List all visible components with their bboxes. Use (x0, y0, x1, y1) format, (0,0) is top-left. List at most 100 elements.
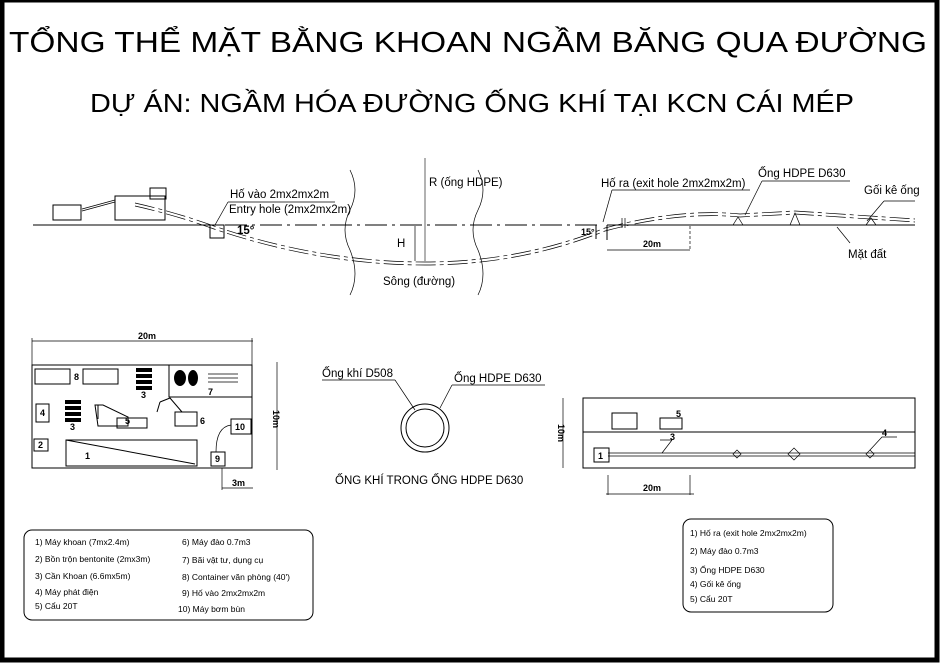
leader-line (214, 201, 229, 226)
leader-line (660, 439, 673, 454)
marker-8: 8 (74, 372, 79, 382)
marker-7: 7 (208, 387, 213, 397)
exit-angle-label: 15° (581, 227, 595, 237)
excavator-icon (611, 412, 638, 430)
exit-hole-label: Hố ra (exit hole 2mx2mx2m) (601, 178, 746, 190)
marker-3b: 3 (70, 422, 75, 432)
site-boundary (31, 364, 253, 469)
legend-item: 4) Gối kê ống (690, 579, 741, 589)
legend-item: 2) Máy đào 0.7m3 (690, 546, 759, 556)
outer-pipe-circle (400, 403, 450, 453)
material-pile-icon (174, 370, 186, 386)
inner-pipe-circle (405, 408, 445, 448)
exit-site-plan: 10m 1 2 5 3 4 20m (556, 397, 916, 495)
outer-pipe-label: Ống HDPE D630 (454, 371, 542, 385)
entry-pit-plan (210, 451, 226, 467)
exit-marker-5: 5 (676, 409, 681, 419)
legend-item: 1) Hố ra (exit hole 2mx2mx2m) (690, 528, 807, 538)
marker-9: 9 (215, 454, 220, 464)
legend-item: 1) Máy khoan (7mx2.4m) (35, 537, 130, 547)
legend-item: 5) Cẩu 20T (35, 601, 78, 611)
break-line-right (472, 169, 484, 296)
exit-marker-4: 4 (882, 428, 887, 438)
depth-label: H (397, 238, 405, 250)
entry-pit (209, 224, 225, 239)
mud-unit-icon (52, 204, 82, 221)
pipe-support-icons (732, 212, 877, 226)
rig-cabin-icon (149, 187, 167, 200)
radius-label: R (ống HDPE) (429, 177, 503, 189)
drill-line (65, 439, 196, 465)
legend-item: 3) Ống HDPE D630 (690, 564, 765, 575)
legend-item: 4) Máy phát điện (35, 587, 99, 597)
pipe-path (134, 202, 916, 263)
container-office (82, 368, 119, 385)
pipe-label: Ống HDPE D630 (758, 166, 846, 180)
excavator-icon (156, 397, 183, 413)
leader-line (866, 200, 885, 222)
drill-pipe-stack-icon (65, 368, 152, 422)
marker-1: 1 (85, 451, 90, 461)
material-rack-icon (208, 373, 238, 383)
exit-marker-3: 3 (670, 432, 675, 442)
legend-item: 8) Container văn phòng (40') (182, 572, 290, 582)
leader-line (744, 180, 763, 216)
site-height-label: 10m (271, 410, 281, 428)
entry-legend: 1) Máy khoan (7mx2.4m) 2) Bồn trộn bento… (23, 529, 314, 621)
entry-angle-label: 15° (237, 225, 255, 237)
page-subtitle: DỰ ÁN: NGẦM HÓA ĐƯỜNG ỐNG KHÍ TẠI KCN CÁ… (90, 88, 854, 118)
leader-line (394, 379, 416, 411)
leader-line (439, 384, 453, 409)
site-width-label: 20m (138, 331, 156, 341)
offset-dim-label: 3m (232, 478, 245, 488)
exit-marker-2: 2 (628, 417, 633, 427)
pipe-cross-section: Ống khí D508 Ống HDPE D630 ỐNG KHÍ TRONG… (322, 366, 545, 487)
marker-3: 3 (141, 390, 146, 400)
mud-pump (230, 418, 252, 435)
entry-hole-label-vn: Hố vào 2mx2mx2m (230, 189, 329, 201)
section-caption: ỐNG KHÍ TRONG ỐNG HDPE D630 (335, 473, 523, 487)
legend-item: 9) Hố vào 2mx2mx2m (182, 588, 265, 598)
bentonite-tank (33, 438, 49, 452)
inner-pipe-label: Ống khí D508 (322, 366, 393, 380)
legend-item: 6) Máy đào 0.7m3 (182, 537, 251, 547)
marker-2: 2 (38, 440, 43, 450)
crane-icon (94, 404, 129, 427)
material-pile-icon (188, 370, 198, 386)
drill-rig-icon (114, 195, 166, 221)
marker-10: 10 (235, 422, 245, 432)
break-line-left (344, 169, 356, 296)
marker-4: 4 (40, 408, 45, 418)
hose-line (81, 199, 116, 210)
support-label: Gối kê ống (864, 185, 920, 197)
legend-item: 10) Máy bơm bùn (178, 604, 245, 614)
exit-legend: 1) Hố ra (exit hole 2mx2mx2m) 2) Máy đào… (682, 518, 834, 613)
hose-line (215, 424, 232, 453)
container-office (34, 368, 71, 385)
drill-machine-area (65, 439, 198, 467)
legend-item: 7) Bãi vật tư, dụng cụ (182, 555, 264, 565)
exit-pit-plan (593, 447, 610, 463)
crane-icon (659, 417, 683, 430)
leader-line (602, 189, 613, 223)
legend-box (682, 518, 834, 613)
storage-yard (168, 364, 253, 398)
page-title: TỔNG THỂ MẶT BẰNG KHOAN NGẦM BĂNG QUA ĐƯ… (9, 25, 927, 59)
crane-body-icon (116, 417, 148, 429)
exit-boundary (582, 397, 916, 469)
legend-item: 5) Cẩu 20T (690, 594, 733, 604)
legend-item: 3) Cần Khoan (6.6mx5m) (35, 571, 131, 581)
longitudinal-profile: Hố vào 2mx2mx2m Entry hole (2mx2mx2m) 15… (33, 158, 920, 296)
generator (35, 403, 50, 423)
marker-6: 6 (200, 416, 205, 426)
river-label: Sông (đường) (383, 276, 455, 288)
excavator-body-icon (174, 411, 198, 427)
exit-marker-1: 1 (598, 451, 603, 461)
leader-line (836, 226, 851, 244)
entry-site-plan: 20m 10m 3m 8 3 3 7 4 5 6 2 1 9 (31, 331, 281, 490)
legend-box (23, 529, 314, 621)
marker-5: 5 (125, 416, 130, 426)
